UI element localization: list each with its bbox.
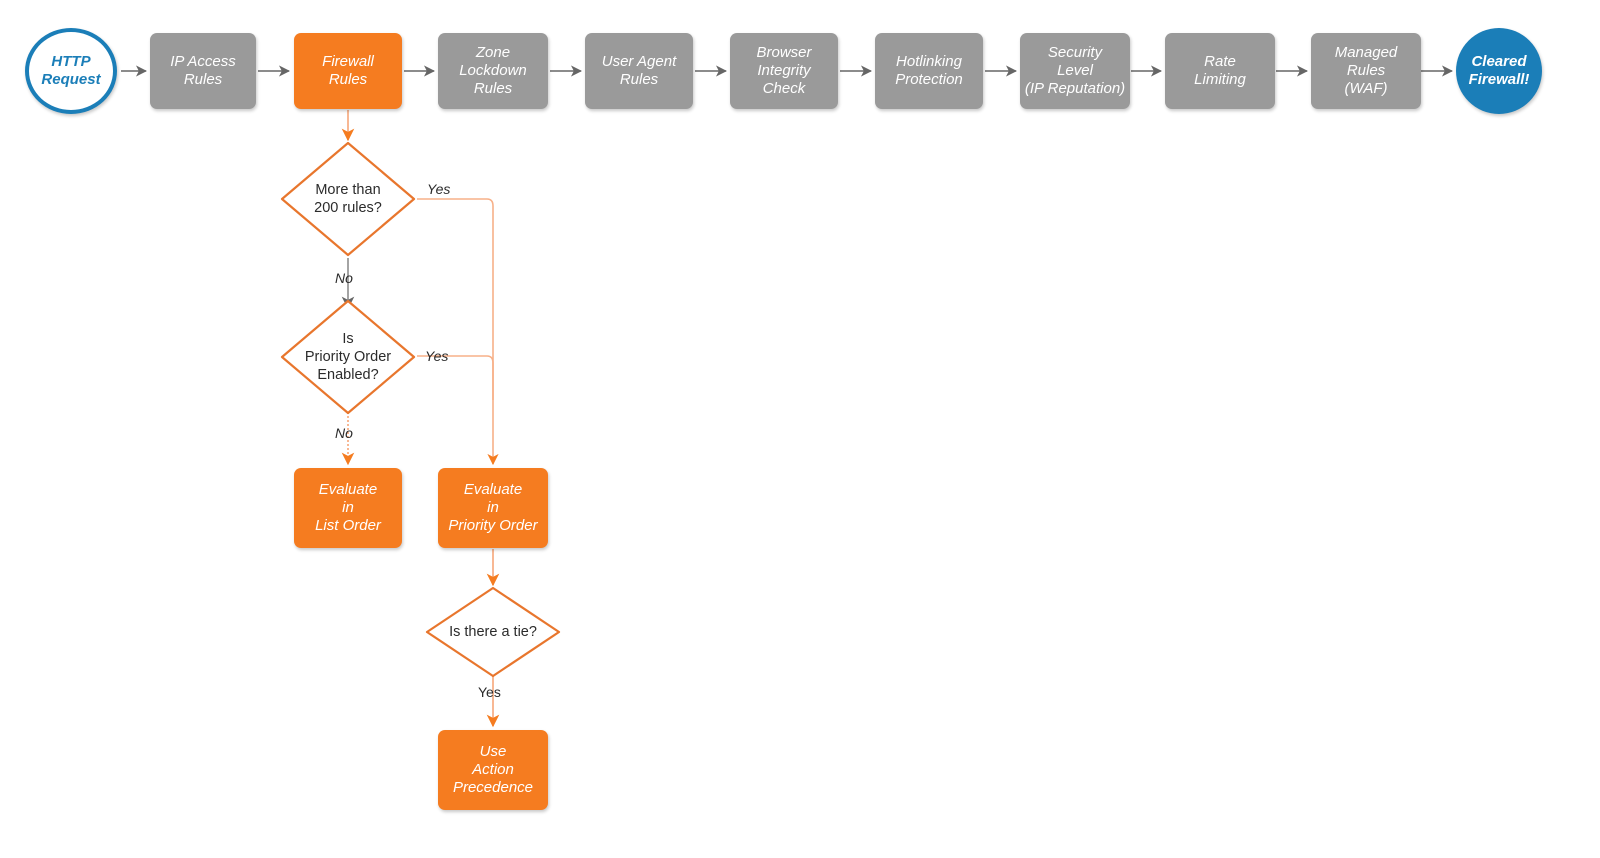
diamond-outline <box>280 299 416 415</box>
node-use-action-precedence-label: Use Action Precedence <box>452 742 534 797</box>
node-use-action-precedence[interactable]: Use Action Precedence <box>438 730 548 810</box>
node-firewall-rules-label: Firewall Rules <box>322 52 374 88</box>
node-managed-rules-waf[interactable]: Managed Rules (WAF) <box>1311 33 1421 109</box>
node-user-agent-rules-label: User Agent Rules <box>601 52 677 88</box>
node-hotlinking-protection[interactable]: Hotlinking Protection <box>875 33 983 109</box>
node-http-request-label: HTTP Request <box>41 52 101 88</box>
node-security-level-label: Security Level (IP Reputation) <box>1024 43 1126 98</box>
node-user-agent-rules[interactable]: User Agent Rules <box>585 33 693 109</box>
node-zone-lockdown-rules-label: Zone Lockdown Rules <box>459 43 527 98</box>
edge-label-no-more-than-200: No <box>335 270 353 286</box>
node-is-priority-order-enabled-label: Is Priority Order Enabled? <box>304 330 392 384</box>
node-is-there-a-tie-label: Is there a tie? <box>449 623 537 640</box>
node-rate-limiting[interactable]: Rate Limiting <box>1165 33 1275 109</box>
node-firewall-rules[interactable]: Firewall Rules <box>294 33 402 109</box>
node-zone-lockdown-rules[interactable]: Zone Lockdown Rules <box>438 33 548 109</box>
node-ip-access-rules[interactable]: IP Access Rules <box>150 33 256 109</box>
node-http-request[interactable]: HTTP Request <box>25 28 117 114</box>
edge-label-yes-more-than-200: Yes <box>427 181 451 197</box>
node-more-than-200-rules[interactable]: More than 200 rules? <box>279 140 417 258</box>
node-managed-rules-waf-label: Managed Rules (WAF) <box>1334 43 1398 98</box>
node-is-priority-order-enabled[interactable]: Is Priority Order Enabled? <box>279 298 417 416</box>
node-security-level[interactable]: Security Level (IP Reputation) <box>1020 33 1130 109</box>
diamond-outline <box>280 141 416 257</box>
node-is-there-a-tie[interactable]: Is there a tie? <box>424 585 562 679</box>
node-cleared-firewall-label: Cleared Firewall! <box>1468 52 1530 88</box>
node-evaluate-in-list-order-label: Evaluate in List Order <box>315 480 381 535</box>
node-evaluate-in-priority-order[interactable]: Evaluate in Priority Order <box>438 468 548 548</box>
node-ip-access-rules-label: IP Access Rules <box>170 52 236 88</box>
node-rate-limiting-label: Rate Limiting <box>1194 52 1246 88</box>
node-more-than-200-rules-label: More than 200 rules? <box>314 181 382 216</box>
edge-label-yes-priority-order: Yes <box>425 348 449 364</box>
node-evaluate-in-list-order[interactable]: Evaluate in List Order <box>294 468 402 548</box>
node-browser-integrity-check-label: Browser Integrity Check <box>756 43 812 98</box>
edge-label-yes-tie: Yes <box>478 684 501 700</box>
node-hotlinking-protection-label: Hotlinking Protection <box>895 52 963 88</box>
edge-label-no-priority-order: No <box>335 425 353 441</box>
node-cleared-firewall[interactable]: Cleared Firewall! <box>1456 28 1542 114</box>
edge-more-than-200-yes <box>417 198 499 466</box>
node-browser-integrity-check[interactable]: Browser Integrity Check <box>730 33 838 109</box>
diamond-outline <box>425 586 561 678</box>
node-evaluate-in-priority-order-label: Evaluate in Priority Order <box>448 480 538 535</box>
